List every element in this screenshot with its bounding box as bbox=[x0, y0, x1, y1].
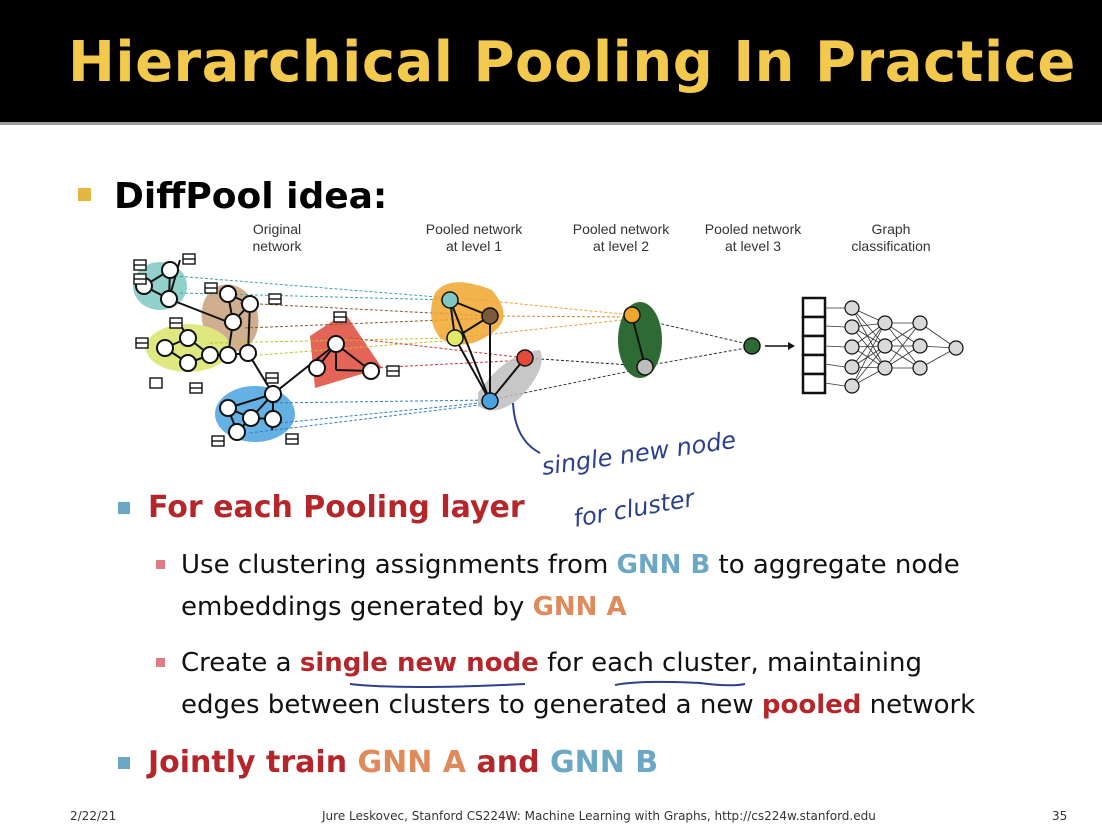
label-level2: Pooled network bbox=[573, 221, 671, 237]
sub1-text-c: embeddings generated by bbox=[181, 592, 533, 622]
label-graph-2: classification bbox=[851, 238, 930, 254]
label-graph: Graph bbox=[872, 221, 911, 237]
footer-page-number: 35 bbox=[1052, 809, 1067, 823]
and-text: and bbox=[466, 745, 550, 780]
graph-node bbox=[328, 336, 344, 352]
graph-node bbox=[240, 345, 256, 361]
bullet-square-icon bbox=[156, 658, 165, 667]
pooled-highlight: pooled bbox=[762, 690, 862, 720]
pooled-node-red bbox=[517, 350, 533, 366]
footer-credit: Jure Leskovec, Stanford CS224W: Machine … bbox=[322, 809, 876, 823]
pooled-node-level3 bbox=[744, 338, 760, 354]
title-divider bbox=[0, 122, 1102, 125]
bullet-square-icon bbox=[78, 188, 91, 201]
graph-node bbox=[243, 410, 259, 426]
graph-node bbox=[220, 400, 236, 416]
gnn-a-label: GNN A bbox=[533, 592, 627, 622]
footer-date: 2/22/21 bbox=[70, 809, 116, 823]
slide-title: Hierarchical Pooling In Practice bbox=[68, 30, 1076, 95]
graph-node bbox=[265, 411, 281, 427]
single-new-node-highlight: single new node bbox=[300, 648, 539, 678]
pooled-level2 bbox=[618, 302, 662, 378]
pooled-level1 bbox=[431, 282, 542, 410]
sub2-text-c: edges between clusters to generated a ne… bbox=[181, 690, 762, 720]
pooled-node-blue bbox=[482, 393, 498, 409]
graph-node bbox=[162, 262, 178, 278]
sub2-text-b: for each cluster, maintaining bbox=[539, 648, 922, 678]
graph-node bbox=[309, 360, 325, 376]
graph-node bbox=[220, 347, 236, 363]
bullet-text: DiffPool idea: bbox=[114, 176, 387, 217]
gnn-b-label: GNN B bbox=[550, 745, 658, 780]
graph-node bbox=[265, 386, 281, 402]
classification-network bbox=[803, 298, 963, 393]
arrow-head-icon bbox=[788, 342, 795, 350]
graph-node bbox=[242, 296, 258, 312]
bullet-square-icon bbox=[118, 757, 130, 769]
graph-node bbox=[180, 355, 196, 371]
sub2-text-a: Create a bbox=[181, 648, 300, 678]
gnn-a-label: GNN A bbox=[358, 745, 467, 780]
sub1-text-b: to aggregate node bbox=[710, 550, 959, 580]
bullet-square-icon bbox=[156, 560, 165, 569]
pooled-node-brown bbox=[482, 308, 498, 324]
graph-node bbox=[363, 363, 379, 379]
handwritten-line2: for cluster bbox=[571, 484, 698, 533]
label-level1-2: at level 1 bbox=[446, 238, 502, 254]
pooled-node-grey bbox=[637, 359, 653, 375]
label-level3-2: at level 3 bbox=[725, 238, 781, 254]
jointly-train-text: Jointly train bbox=[148, 745, 358, 780]
label-level2-2: at level 2 bbox=[593, 238, 649, 254]
graph-node bbox=[161, 291, 177, 307]
pooled-node-yellow bbox=[447, 330, 463, 346]
pooled-node-orange bbox=[624, 307, 640, 323]
label-level3: Pooled network bbox=[705, 221, 803, 237]
label-original: Original bbox=[253, 221, 301, 237]
gnn-b-label: GNN B bbox=[617, 550, 711, 580]
graph-node bbox=[180, 330, 196, 346]
bullet-text: For each Pooling layer bbox=[148, 490, 525, 525]
handwritten-pointer bbox=[513, 403, 540, 453]
handwritten-note: single new node for cluster bbox=[505, 395, 795, 545]
graph-node bbox=[229, 424, 245, 440]
bullet-square-icon bbox=[118, 502, 130, 514]
sub2-text-d: network bbox=[861, 690, 975, 720]
label-original-2: network bbox=[252, 238, 302, 254]
pooled-node-teal bbox=[442, 292, 458, 308]
handwritten-line1: single new node bbox=[540, 426, 738, 481]
graph-node bbox=[202, 347, 218, 363]
sub1-text-a: Use clustering assignments from bbox=[181, 550, 617, 580]
graph-node bbox=[225, 314, 241, 330]
graph-node bbox=[220, 286, 236, 302]
label-level1: Pooled network bbox=[426, 221, 524, 237]
graph-node bbox=[157, 340, 173, 356]
